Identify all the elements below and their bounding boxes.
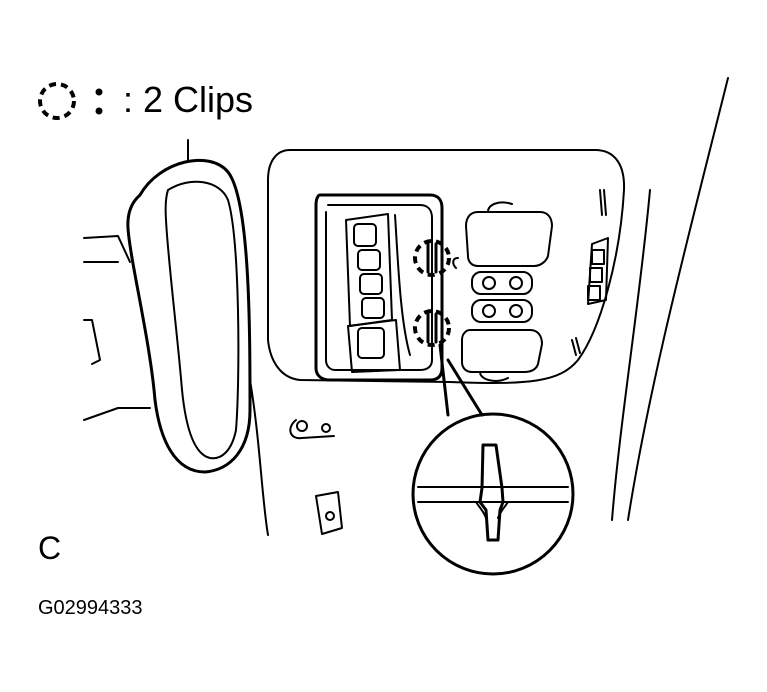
roof-clip-fixture — [315, 491, 343, 535]
headliner-edge — [249, 379, 269, 536]
clip-lower — [426, 312, 438, 344]
figure-code: G02994333 — [38, 597, 143, 619]
legend-colon-dot — [95, 88, 103, 96]
view-letter: C — [38, 530, 62, 566]
clip-detail-callout — [411, 412, 575, 576]
legend-label: : 2 Clips — [123, 79, 254, 120]
sun-visor — [83, 235, 151, 421]
legend-clip-symbol — [38, 82, 76, 120]
legend-colon-dot — [95, 107, 103, 115]
clip-marker-upper — [413, 239, 451, 277]
roof-hook — [289, 419, 335, 440]
overhead-console — [267, 149, 626, 384]
clip-marker-lower — [413, 309, 451, 347]
clip-upper — [426, 242, 438, 274]
callout-leader — [438, 343, 484, 417]
rear-view-mirror — [126, 158, 252, 474]
windshield-edge — [611, 77, 729, 521]
